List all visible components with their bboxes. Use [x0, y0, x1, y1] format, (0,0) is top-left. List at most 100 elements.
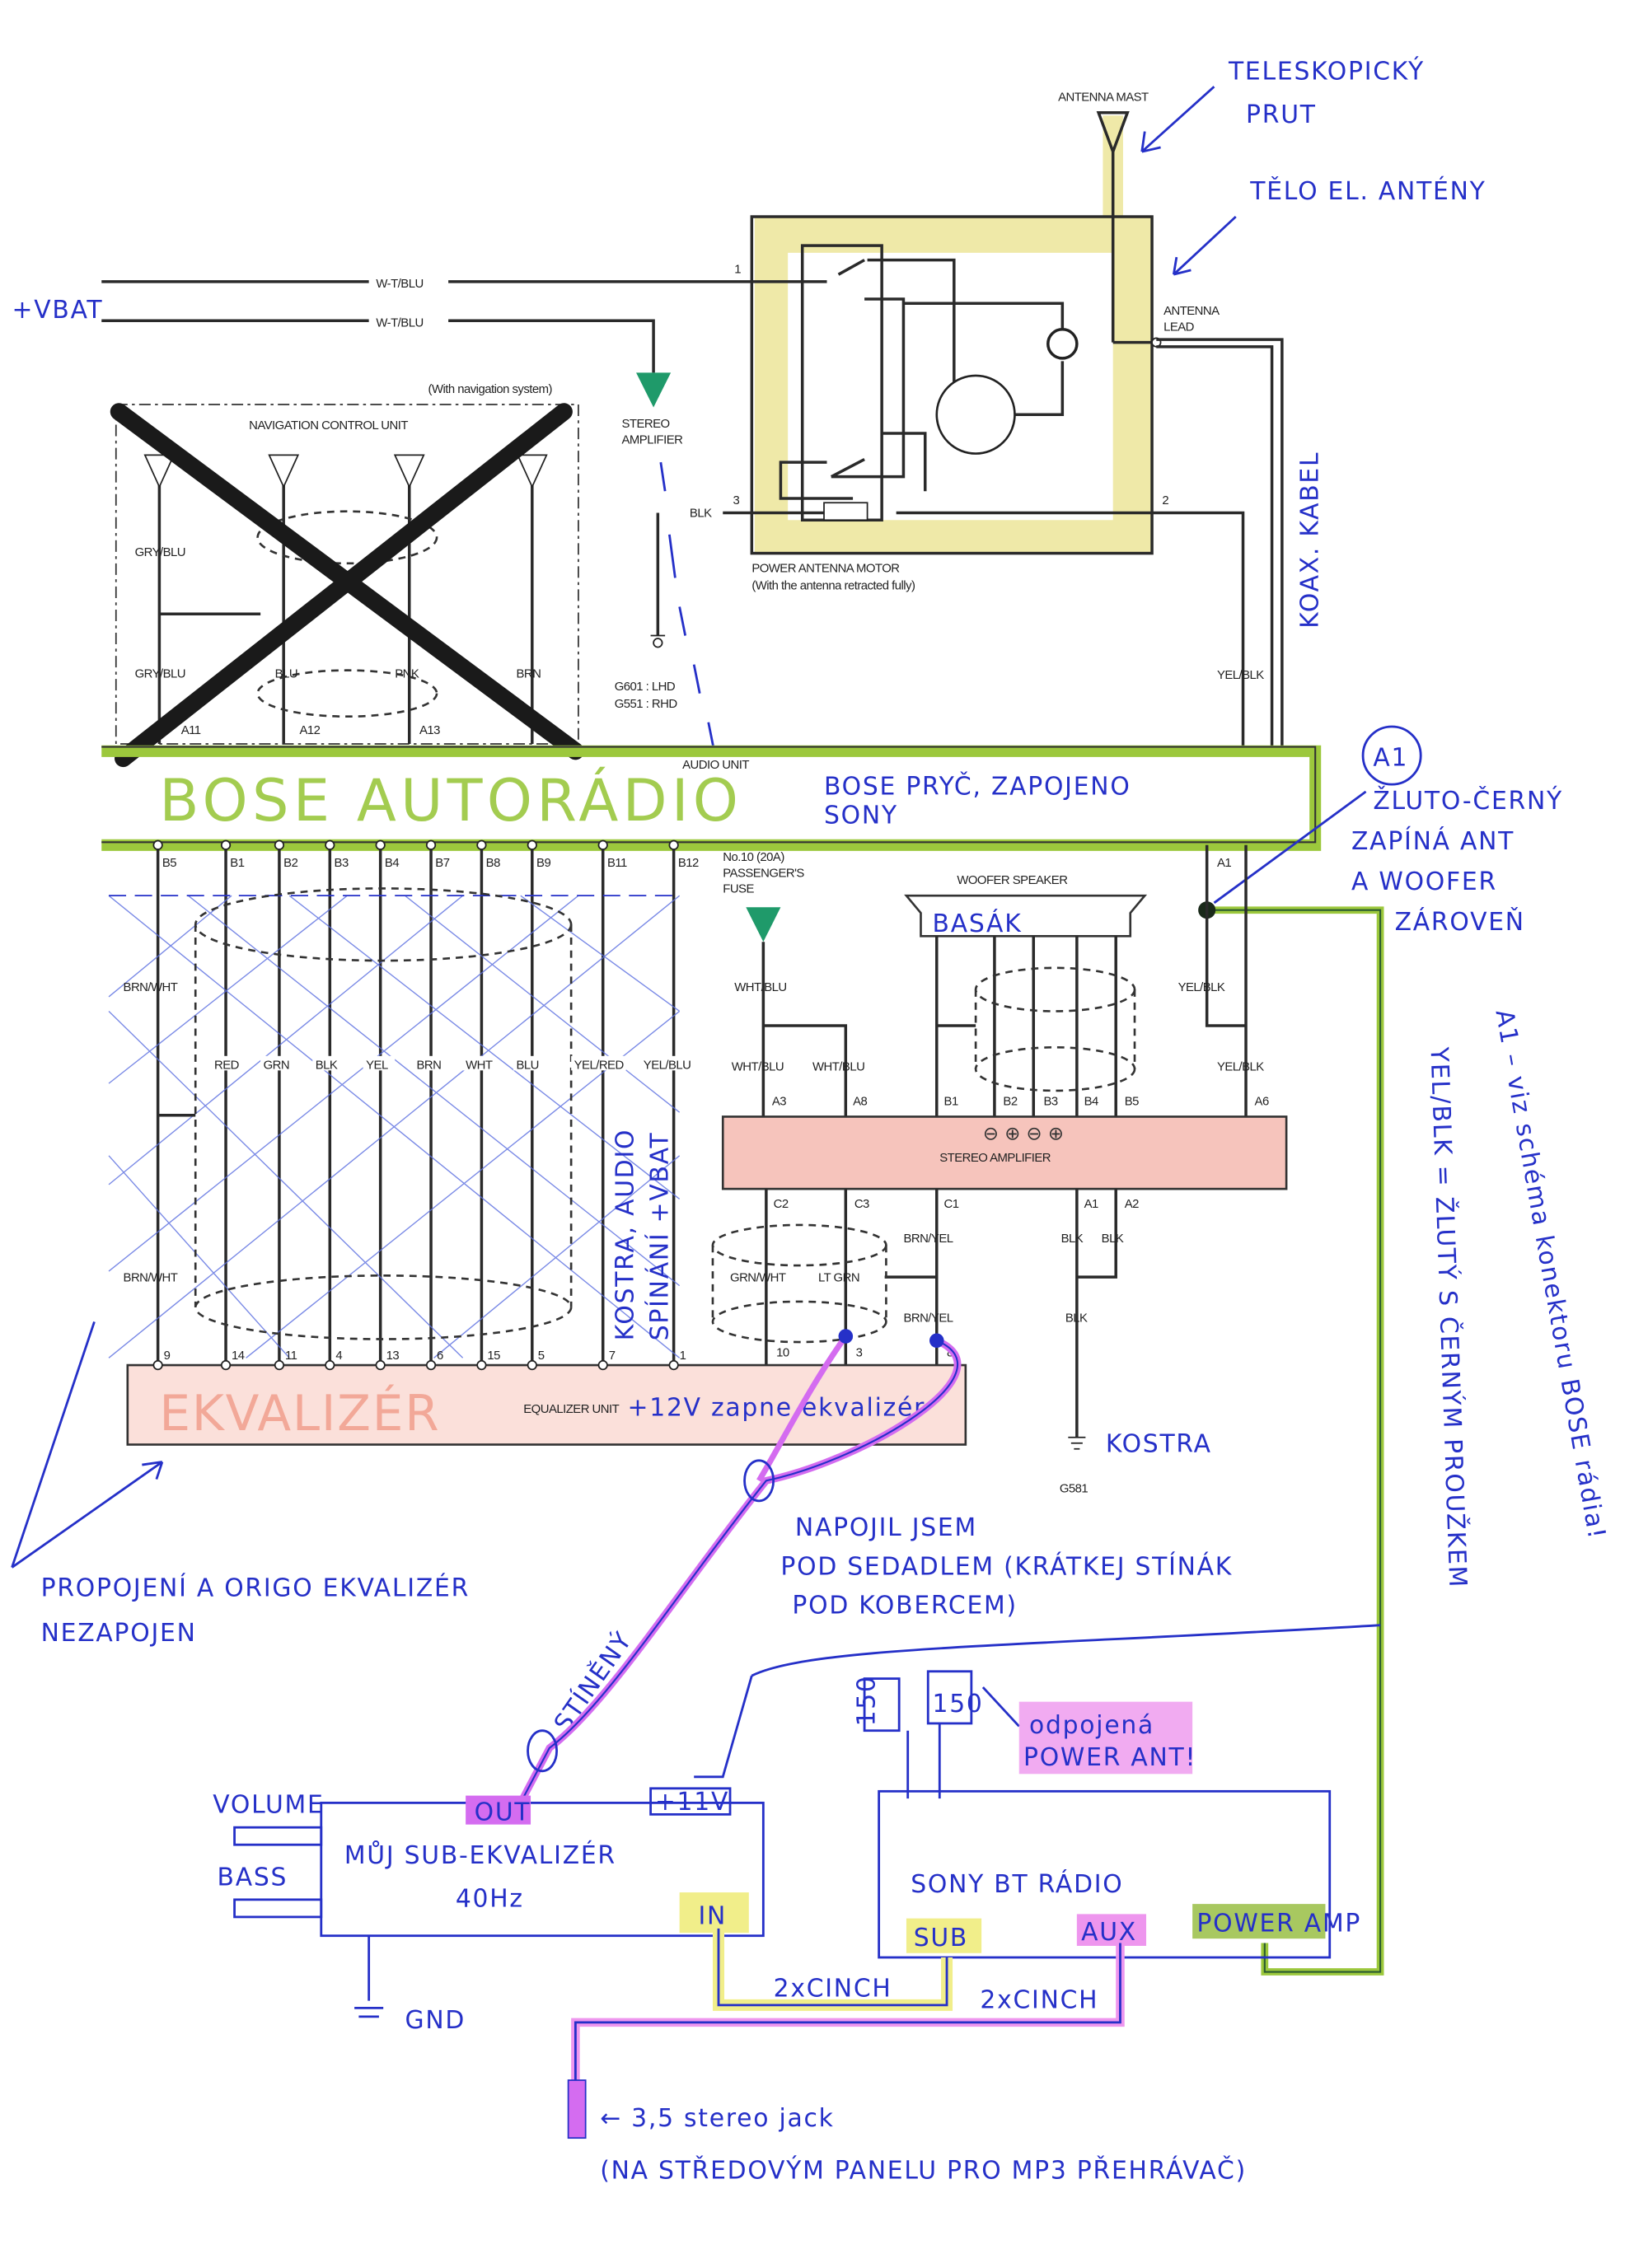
sony-radio: SONY BT RÁDIO SUB AUX POWER AMP 2xCINCH … — [571, 1789, 1360, 2081]
eq-pin-dot — [274, 1359, 285, 1371]
amp-pin: B1 — [944, 1095, 958, 1108]
eq-pin-dot — [152, 1359, 163, 1371]
cinch-label-2: 2xCINCH — [980, 1985, 1098, 2014]
fuse-label-2: PASSENGER'S — [723, 867, 804, 880]
ground-icon — [653, 638, 663, 648]
eq-pin-dot — [220, 1359, 232, 1371]
fuse-150-a — [863, 1677, 901, 1733]
label-bg — [211, 1055, 244, 1071]
cross-out-mark — [110, 403, 584, 768]
sub-equalizer-title: MŮJ SUB-EKVALIZÉR — [344, 1840, 616, 1870]
bass-knob-icon — [233, 1898, 323, 1919]
eq-pin-label: 15 — [487, 1349, 500, 1363]
amp-wire-brn-yel-2: BRN/YEL — [903, 1312, 953, 1325]
eq-pin-dot — [597, 1359, 608, 1371]
eq-pin-label: 5 — [538, 1349, 545, 1363]
fuse-wire-label: WHT/BLU — [734, 981, 786, 994]
equalizer-unit-label: EQUALIZER UNIT — [523, 1403, 619, 1416]
note-teleskop: TELESKOPICKÝ — [1228, 56, 1425, 86]
antenna-pin-1: 1 — [734, 263, 741, 276]
motor-icon — [1046, 328, 1079, 360]
annotations: NAPOJIL JSEM POD SEDADLEM (KRÁTKEJ STÍNÁ… — [11, 1321, 1381, 1805]
odpojena-note-2: POWER ANT! — [1023, 1743, 1196, 1772]
fuse-icon — [746, 907, 781, 942]
bose-note-sony: SONY — [824, 801, 898, 830]
connector-pin-dot — [597, 839, 608, 850]
ekvalizer-handwritten: EKVALIZÉR — [159, 1383, 440, 1443]
nav-wire-gry-blu-2: GRY/BLU — [135, 667, 185, 680]
audio-pin-label: B2 — [283, 857, 297, 870]
stineny-label: STÍNĚNÝ — [548, 1626, 639, 1737]
amp-pin: B2 — [1003, 1095, 1017, 1108]
wire-label-wt-blu-1: W-T/BLU — [376, 278, 423, 291]
equalizer-box — [126, 1363, 967, 1446]
a1-side-note: A1 – viz schéma konektoru BOSE rádia! — [1490, 1008, 1612, 1542]
amp-pin-a1: A1 — [1084, 1198, 1098, 1211]
sub-equalizer-box — [320, 1801, 765, 1938]
nav-pin-a13: A13 — [419, 724, 440, 737]
basak-label: BASÁK — [933, 909, 1023, 938]
eq-pin: 10 — [776, 1347, 789, 1360]
antenna-pin-3: 3 — [733, 494, 740, 507]
wire-brn-wht-2: BRN/WHT — [124, 1271, 178, 1284]
a1-note-line: A WOOFER — [1351, 867, 1497, 896]
stereo-amp-ref-2: AMPLIFIER — [622, 433, 684, 447]
kostra-audio-note: KOSTRA, AUDIO — [611, 1129, 640, 1340]
connector-pin-dot — [425, 839, 437, 850]
napojil-note-2: POD SEDADLEM (KRÁTKEJ STÍNÁK — [780, 1551, 1233, 1581]
eq-pin-dot — [668, 1359, 679, 1371]
fuse-150-b — [926, 1670, 973, 1725]
equalizer-section: BRN/WHT BRN/WHT KOSTRA, AUDIO SPÍNÁNÍ +V… — [108, 887, 967, 1446]
nav-wire-brn: BRN — [517, 667, 541, 680]
wire-label-wt-blu-2: W-T/BLU — [376, 316, 423, 330]
navigation-unit: (With navigation system) NAVIGATION CONT… — [110, 383, 584, 768]
audio-pin-label: B8 — [486, 857, 500, 870]
sony-aux-label: AUX — [1081, 1918, 1137, 1947]
connector-pin-dot — [476, 839, 487, 850]
eq-pin-label: 9 — [164, 1349, 171, 1363]
harness-wire-label: GRN — [264, 1059, 290, 1073]
label-bg — [363, 1055, 396, 1071]
audio-pin-label: B12 — [678, 857, 699, 870]
audio-pin-label: B9 — [536, 857, 550, 870]
connector-pin-dot — [375, 839, 386, 850]
amp-wire-blk-2: BLK — [1102, 1232, 1124, 1246]
harness-wire-label: BLU — [517, 1059, 539, 1073]
eq-pin-label: 13 — [386, 1349, 400, 1363]
yel-blk-label-top: YEL/BLK — [1217, 669, 1264, 682]
eq-pin-dot — [476, 1359, 487, 1371]
nav-pin-a11: A11 — [181, 724, 201, 737]
nav-wire-gry-blu: GRY/BLU — [135, 546, 185, 559]
harness-wire-label: BRN — [417, 1059, 442, 1073]
ground-ref-rhd: G551 : RHD — [615, 698, 678, 711]
label-bg — [414, 1055, 446, 1071]
volume-knob-icon — [233, 1826, 323, 1846]
jack-note: (NA STŘEDOVÝM PANELU PRO MP3 PŘEHRÁVAČ) — [600, 2154, 1247, 2185]
audio-pin-a1: A1 — [1217, 857, 1231, 870]
stereo-amplifier-section: No.10 (20A) PASSENGER'S FUSE WHT/BLU WOO… — [711, 844, 1288, 1495]
stereo-amp-ref: STEREO — [622, 418, 670, 431]
vbat-label: +VBAT — [12, 296, 104, 325]
nav-wire-blu: BLU — [275, 667, 297, 680]
nav-title: NAVIGATION CONTROL UNIT — [249, 419, 408, 433]
kostra-label: KOSTRA — [1106, 1429, 1212, 1458]
crosshatch-marks — [108, 895, 681, 1358]
amp-wire-wht-blu-2: WHT/BLU — [812, 1060, 864, 1073]
eq-pin-dot — [425, 1359, 437, 1371]
nav-pin-a12: A12 — [299, 724, 320, 737]
eq-pin-dot — [325, 1359, 335, 1371]
fuse-value: 150 — [852, 1675, 881, 1726]
ground-ref-g581: G581 — [1060, 1482, 1089, 1495]
amp-wire-lt-grn: LT GRN — [818, 1271, 859, 1284]
label-bg — [513, 1055, 545, 1071]
eq-pin-label: 1 — [680, 1349, 686, 1363]
connector-pin-dot — [152, 839, 163, 850]
sony-radio-box — [878, 1789, 1332, 1959]
yel-blk-label: YEL/BLK — [1178, 981, 1225, 994]
amp-pin-c2: C2 — [774, 1198, 789, 1211]
speaker-terminals-icon: ⊖ ⊕ ⊖ ⊕ — [983, 1124, 1064, 1145]
fuse-label-3: FUSE — [723, 883, 754, 896]
sub-out-label: OUT — [475, 1798, 531, 1826]
odpojena-note: odpojená — [1029, 1711, 1154, 1740]
harness-wire-label: YEL — [366, 1059, 388, 1073]
